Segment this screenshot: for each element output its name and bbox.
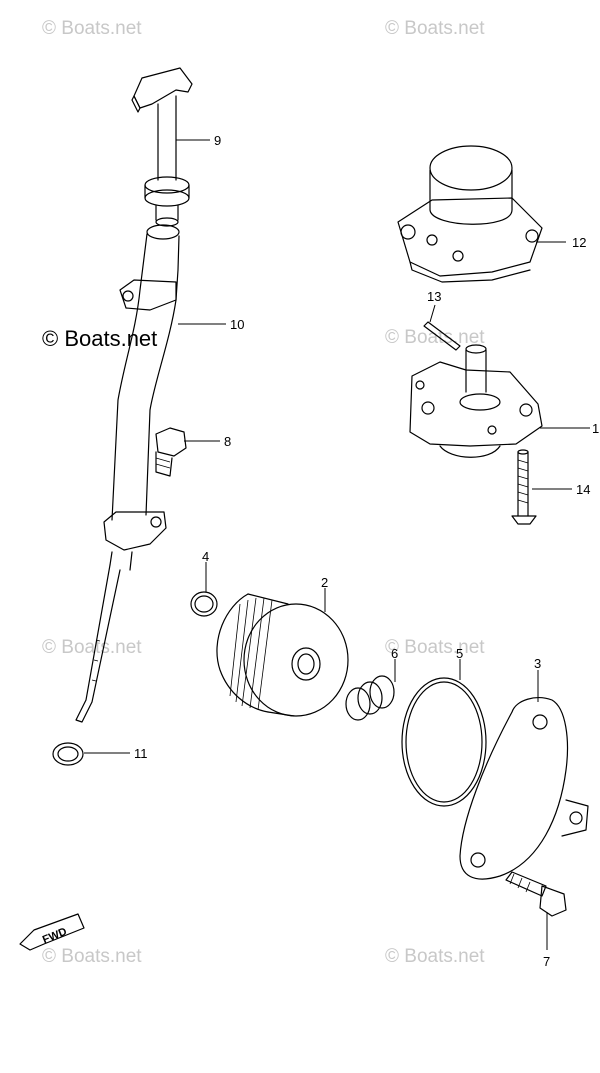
callout-1: 1: [592, 421, 599, 436]
part-8-bolt: [155, 427, 187, 477]
part-2-oil-filter: [216, 593, 349, 717]
part-3-filter-cover: [459, 697, 589, 880]
callout-12: 12: [572, 235, 586, 250]
callout-2: 2: [321, 575, 328, 590]
callout-13: 13: [427, 289, 441, 304]
part-7-bolt: [505, 871, 567, 917]
part-10-dipstick-tube: [103, 224, 180, 571]
callout-4: 4: [202, 549, 209, 564]
part-6-spring: [345, 675, 395, 721]
fwd-label: FWD: [41, 926, 69, 947]
dipstick-rod: [75, 564, 121, 723]
watermark-mid-right-2: © Boats.net: [385, 637, 485, 658]
part-9-dipstick-handle: [131, 67, 193, 227]
part-13-pin: [423, 321, 461, 351]
fwd-arrow: FWD: [19, 913, 85, 951]
callout-9: 9: [214, 133, 221, 148]
watermark-top-left: © Boats.net: [42, 18, 142, 39]
part-12-pump-cover: [397, 145, 543, 283]
callouts: 9 10 8 11 12 13 1 14 4 2 6 5 3 7: [134, 133, 599, 969]
watermark-mid-left: © Boats.net: [42, 637, 142, 658]
leader-lines: [84, 139, 590, 950]
watermark-top-right: © Boats.net: [385, 18, 485, 39]
part-4-o-ring: [190, 591, 218, 617]
callout-8: 8: [224, 434, 231, 449]
part-14-screw: [511, 449, 537, 525]
callout-10: 10: [230, 317, 244, 332]
callout-11: 11: [134, 746, 148, 761]
part-11-o-ring: [52, 742, 84, 766]
watermark-main: © Boats.net: [42, 326, 157, 351]
watermark-bottom-left: © Boats.net: [42, 946, 142, 967]
part-1-oil-pump: [409, 344, 543, 458]
callout-3: 3: [534, 656, 541, 671]
callout-7: 7: [543, 954, 550, 969]
callout-14: 14: [576, 482, 590, 497]
callout-5: 5: [456, 646, 463, 661]
watermark-bottom-right: © Boats.net: [385, 946, 485, 967]
watermark-mid-right: © Boats.net: [385, 327, 485, 348]
part-5-o-ring: [401, 677, 487, 807]
callout-6: 6: [391, 646, 398, 661]
